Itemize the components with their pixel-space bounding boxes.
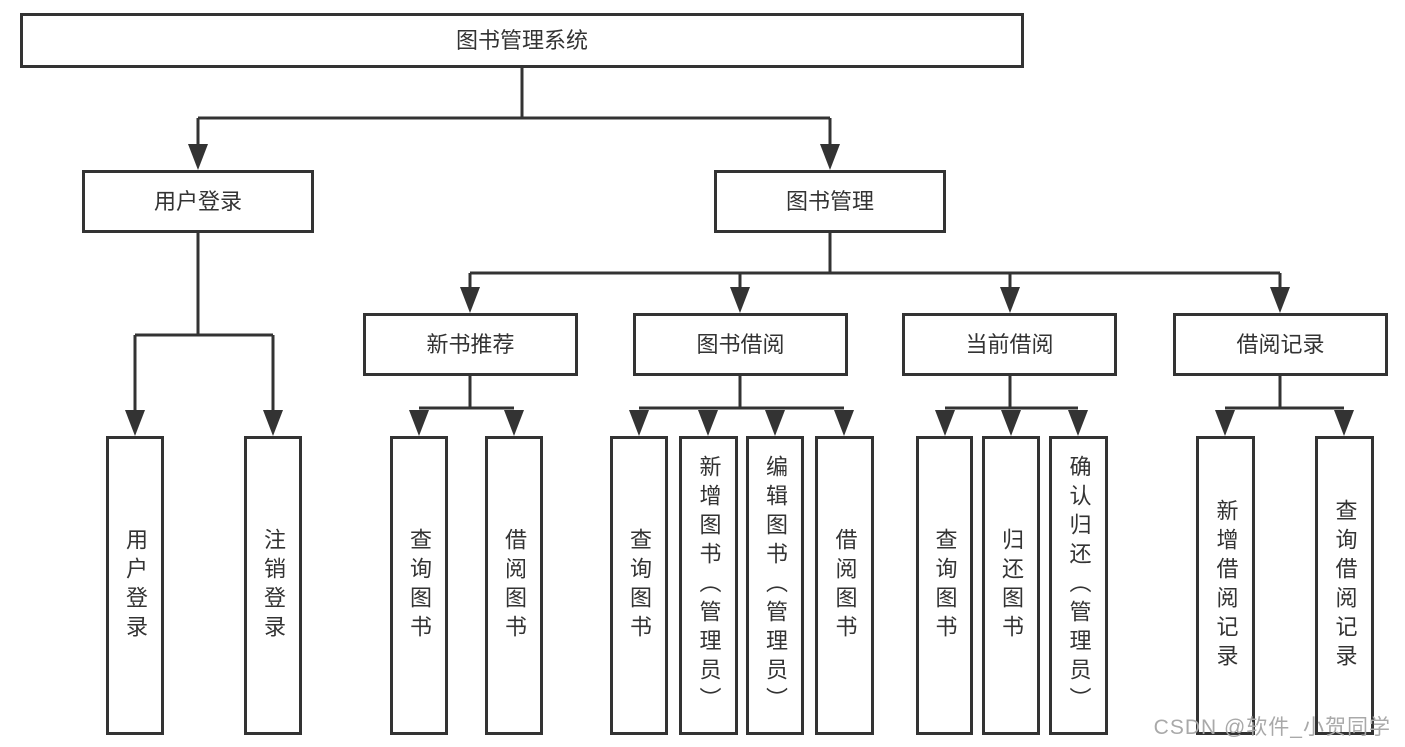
leaf-return-book-label: 归还图书 [999,527,1024,644]
node-current-borrow: 当前借阅 [902,313,1117,376]
node-current-borrow-label: 当前借阅 [965,331,1054,357]
node-borrow-records: 借阅记录 [1173,313,1388,376]
leaf-add-record: 新增借阅记录 [1196,436,1255,735]
leaf-return-book: 归还图书 [982,436,1040,735]
leaf-query-record-label: 查询借阅记录 [1332,498,1358,673]
leaf-logout-label: 注销登录 [261,527,286,644]
leaf-query-book-c: 查询图书 [916,436,973,735]
connector-paths [133,68,1344,412]
leaf-query-book-a-label: 查询图书 [407,527,432,644]
node-user-login-label: 用户登录 [153,188,242,214]
leaf-confirm-return-label: 确认归还（管理员） [1066,455,1092,716]
node-borrow-records-label: 借阅记录 [1236,331,1325,357]
leaf-edit-book: 编辑图书（管理员） [746,436,804,735]
leaf-user-login-label: 用户登录 [123,527,148,644]
leaf-confirm-return: 确认归还（管理员） [1049,436,1108,735]
leaf-add-record-label: 新增借阅记录 [1213,498,1239,673]
node-root-label: 图书管理系统 [455,27,588,53]
node-user-login: 用户登录 [82,170,314,233]
leaf-add-book: 新增图书（管理员） [679,436,738,735]
node-new-book-recommend-label: 新书推荐 [426,331,515,357]
leaf-user-login: 用户登录 [106,436,164,735]
node-new-book-recommend: 新书推荐 [363,313,578,376]
node-book-borrow: 图书借阅 [633,313,848,376]
leaf-add-book-label: 新增图书（管理员） [696,455,722,716]
leaf-query-book-c-label: 查询图书 [932,527,958,644]
leaf-edit-book-label: 编辑图书（管理员） [763,455,788,716]
leaf-borrow-book-b: 借阅图书 [815,436,874,735]
leaf-borrow-book-a-label: 借阅图书 [502,527,527,644]
node-book-management: 图书管理 [714,170,946,233]
node-root: 图书管理系统 [20,13,1024,68]
node-book-management-label: 图书管理 [785,188,874,214]
leaf-borrow-book-a: 借阅图书 [485,436,543,735]
leaf-query-book-b: 查询图书 [610,436,668,735]
leaf-borrow-book-b-label: 借阅图书 [832,527,858,644]
leaf-query-book-a: 查询图书 [390,436,448,735]
node-book-borrow-label: 图书借阅 [696,331,785,357]
leaf-query-record: 查询借阅记录 [1315,436,1374,735]
csdn-watermark: CSDN @软件_小贺同学 [1153,716,1391,739]
connector-arrowheads [125,144,1354,436]
leaf-query-book-b-label: 查询图书 [627,527,652,644]
leaf-logout: 注销登录 [244,436,302,735]
